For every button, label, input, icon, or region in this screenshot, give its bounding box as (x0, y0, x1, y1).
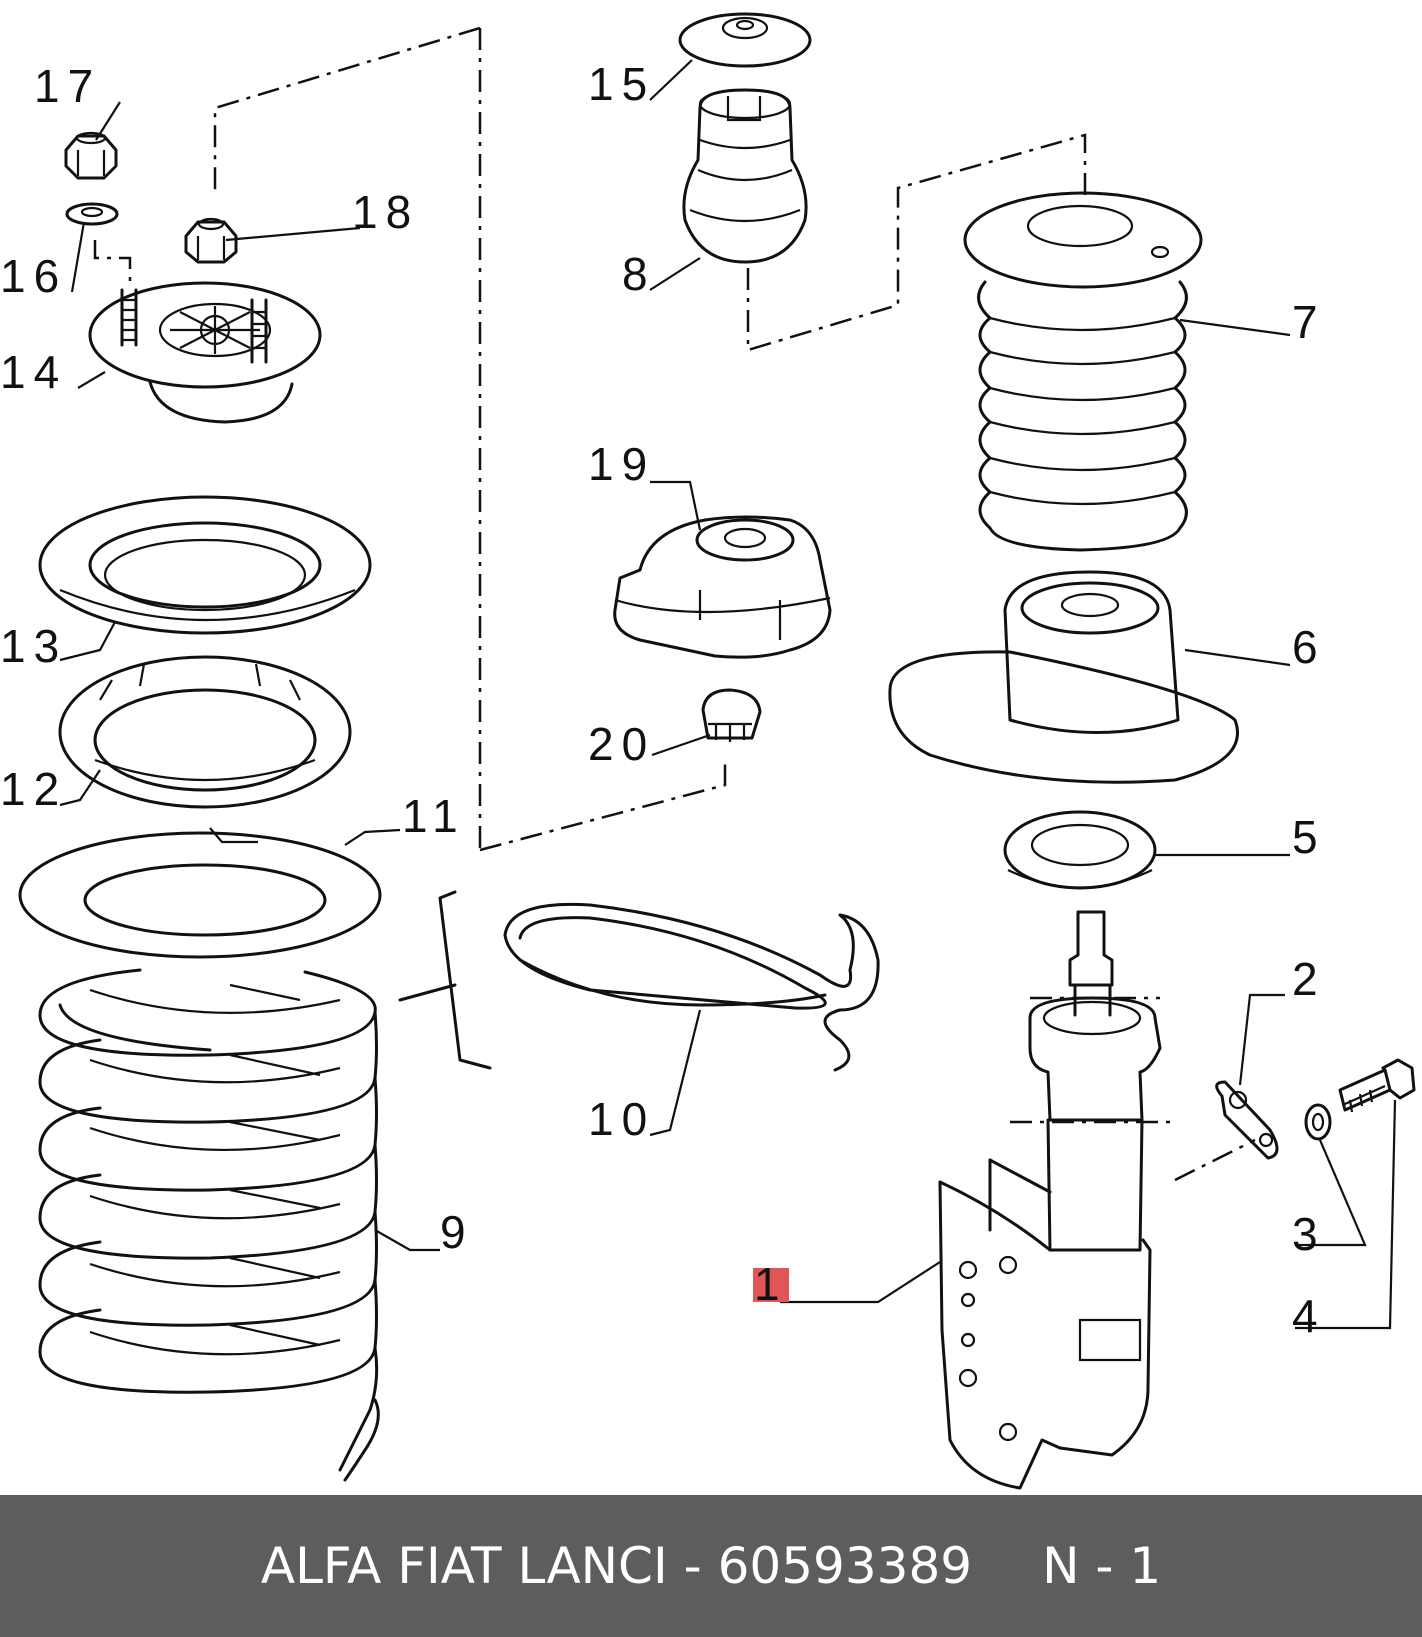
callout-label: 3 (1292, 1208, 1326, 1260)
spring-seat-part-6 (888, 570, 1239, 784)
callout-label: 12 (0, 763, 67, 815)
strut-part-1 (938, 910, 1175, 1490)
leader-15 (649, 59, 693, 101)
callout-label: 20 (588, 718, 655, 770)
leader-10 (649, 1009, 702, 1137)
callout-label: 7 (1292, 296, 1326, 348)
plate-part-2 (1215, 1080, 1279, 1160)
isolator-part-12 (58, 655, 352, 809)
leader-6 (1184, 648, 1291, 667)
guide-line-right (746, 133, 1087, 352)
leader-9 (374, 1229, 440, 1252)
upper-seat-part-13 (38, 495, 372, 635)
washer-part-3 (1304, 1103, 1332, 1141)
nut-part-17 (64, 131, 118, 180)
callout-label: 18 (352, 186, 419, 238)
separator-text: - (683, 1537, 702, 1595)
callout-label: 10 (588, 1093, 655, 1145)
callout-label: 17 (34, 60, 101, 112)
callout-label: 5 (1292, 811, 1326, 863)
guide-line-bolt (1174, 1138, 1256, 1182)
leader-8 (649, 257, 701, 291)
bearing-housing-part-19 (613, 515, 832, 659)
spring-pad-part-11 (18, 827, 382, 959)
cap-part-15 (678, 12, 812, 68)
hose-part-10 (503, 902, 880, 1072)
bracket-spring-group (398, 890, 492, 1070)
part-info-footer: ALFA FIAT LANCI - 60593389 N - 1 (0, 1495, 1422, 1637)
top-mount-part-14 (88, 281, 322, 424)
leader-16 (70, 221, 86, 293)
guide-line-bottom (479, 760, 727, 852)
bump-stop-part-8 (682, 88, 808, 264)
callout-label: 6 (1292, 621, 1326, 673)
leader-2 (1238, 993, 1285, 1086)
leader-4 (1295, 1099, 1397, 1330)
callout-label: 14 (0, 346, 67, 398)
callout-label: 2 (1292, 953, 1326, 1005)
parts-diagram: 1 2 3 4 5 6 7 8 9 10 11 12 13 14 15 16 1… (0, 12, 1416, 1490)
leader-18 (225, 226, 361, 242)
leader-14 (77, 371, 106, 389)
callout-label: 9 (440, 1206, 474, 1258)
clip-part-20 (701, 688, 762, 742)
nut-part-18 (184, 217, 238, 264)
callout-label: 11 (402, 790, 466, 842)
callout-label: 1 (754, 1258, 788, 1310)
position-text: N - 1 (1042, 1537, 1162, 1595)
leader-17 (95, 101, 121, 141)
coil-spring-part-9 (38, 968, 380, 1482)
guide-line-top (213, 26, 481, 190)
leader-19 (650, 480, 702, 531)
leader-3 (1295, 1139, 1367, 1247)
guide-line-16 (93, 240, 132, 285)
dust-boot-part-7 (963, 191, 1203, 552)
callout-highlight (753, 1268, 789, 1302)
leader-1 (780, 1261, 941, 1304)
washer-part-16 (65, 202, 119, 226)
callout-label: 8 (622, 248, 656, 300)
callout-label: 13 (0, 620, 67, 672)
callout-label: 16 (0, 250, 67, 302)
callout-label: 4 (1292, 1290, 1326, 1342)
brand-text: ALFA FIAT LANCI (260, 1537, 668, 1595)
leader-13 (59, 621, 116, 662)
leader-11 (344, 828, 401, 846)
bolt-part-4 (1338, 1058, 1416, 1113)
callout-label: 15 (588, 58, 655, 110)
ring-part-5 (1003, 810, 1157, 890)
leader-20 (651, 733, 711, 757)
leader-12 (59, 769, 101, 807)
exploded-view-drawing: 1 2 3 4 5 6 7 8 9 10 11 12 13 14 15 16 1… (0, 12, 1416, 1490)
leader-7 (1179, 318, 1291, 337)
callout-label: 19 (588, 438, 655, 490)
part-number-text: 60593389 (717, 1537, 973, 1595)
